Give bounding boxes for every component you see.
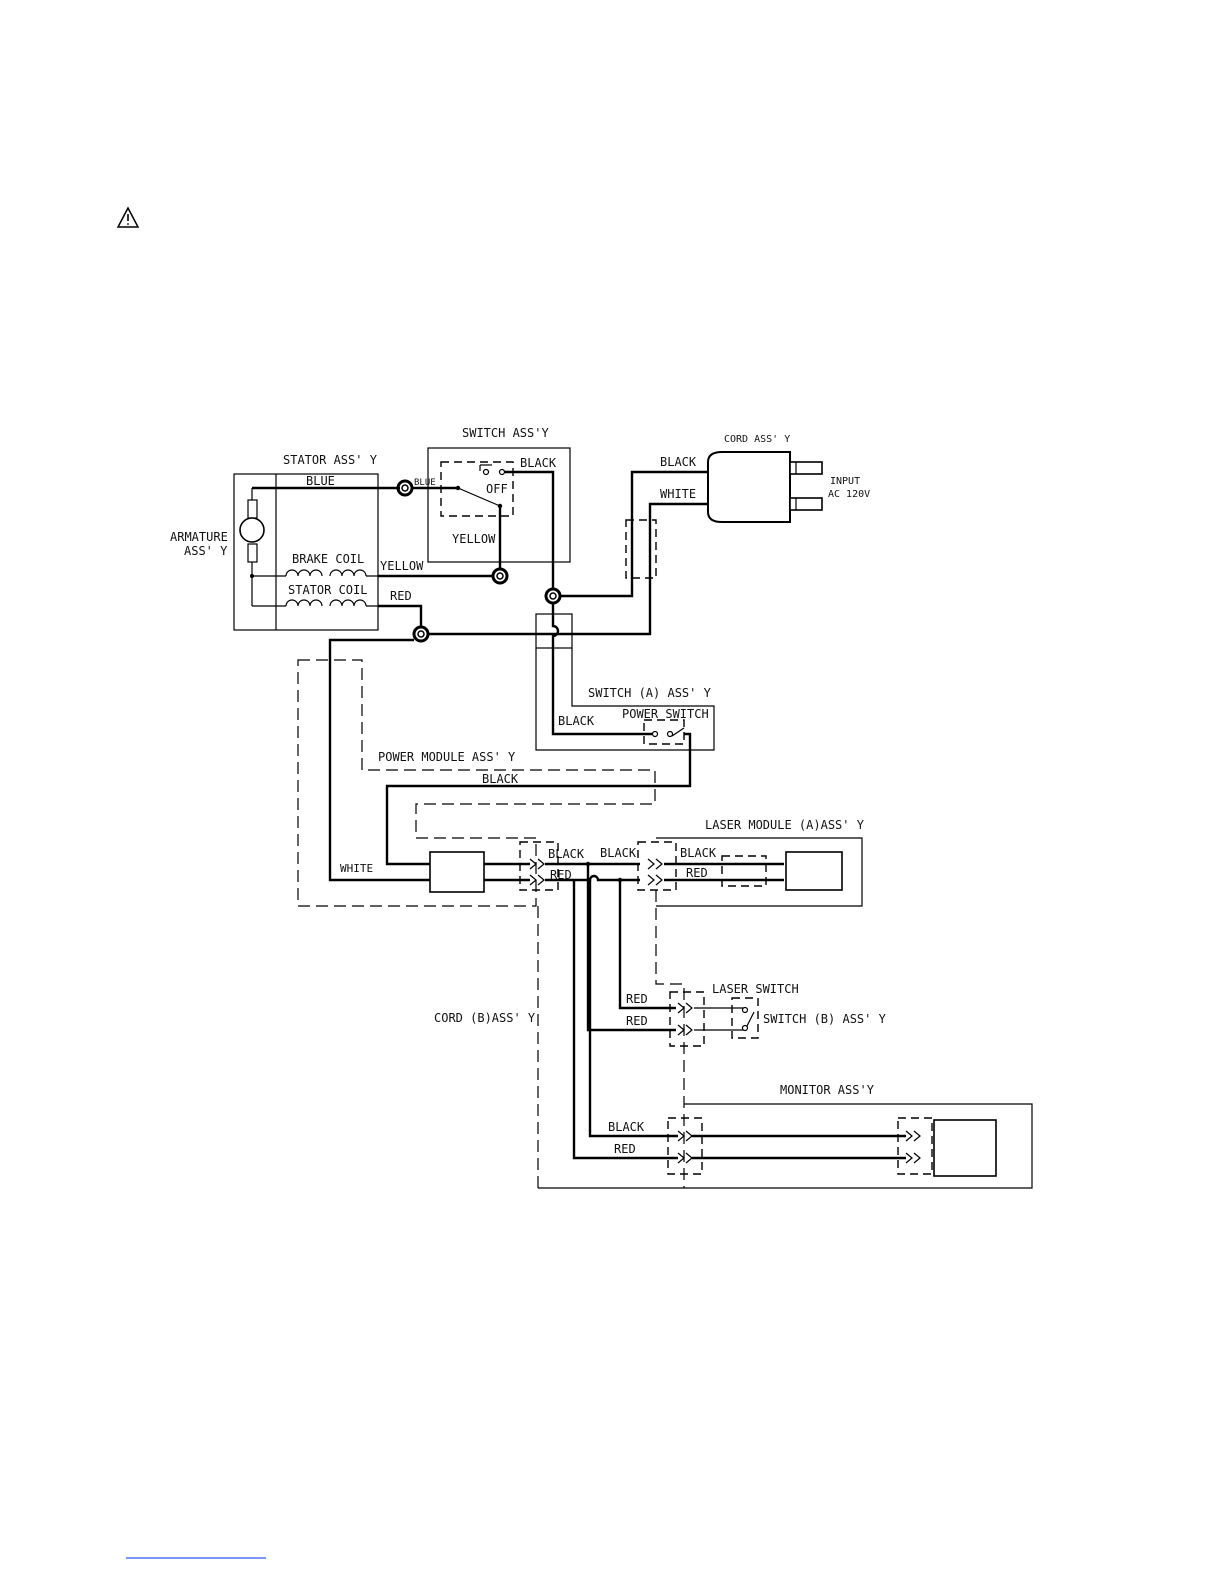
stator-assembly bbox=[233, 473, 379, 631]
wire-label-white-power-module: WHITE bbox=[340, 862, 373, 875]
cord-b-assy-label: CORD (B)ASS' Y bbox=[434, 1011, 536, 1025]
switch-b-assy-label: SWITCH (B) ASS' Y bbox=[763, 1012, 887, 1026]
red-wire bbox=[586, 864, 676, 1032]
wire-connector bbox=[412, 625, 430, 643]
black-wire bbox=[560, 470, 708, 598]
cord-b-assembly bbox=[537, 890, 1033, 1189]
wire-label-red-5: RED bbox=[614, 1142, 636, 1156]
red-wire bbox=[378, 604, 423, 627]
red-wire bbox=[572, 880, 678, 1160]
laser-switch-assembly bbox=[669, 991, 759, 1047]
laser-module-block bbox=[785, 851, 843, 891]
wire-label-red-3: RED bbox=[626, 992, 648, 1006]
laser-module-assembly bbox=[656, 837, 863, 907]
switch-a-assy-label: SWITCH (A) ASS' Y bbox=[588, 686, 712, 700]
power-plug-icon bbox=[707, 451, 823, 523]
cord-sleeve bbox=[625, 519, 657, 579]
wire-label-black-4: BLACK bbox=[608, 1120, 645, 1134]
connector-icon bbox=[637, 841, 677, 891]
wire-label-black-3: BLACK bbox=[680, 846, 717, 860]
wire-connector bbox=[544, 587, 562, 605]
laser-switch-label: LASER SWITCH bbox=[712, 982, 799, 996]
black-wire bbox=[551, 603, 652, 736]
wire-label-red-4: RED bbox=[626, 1014, 648, 1028]
monitor-assembly bbox=[667, 1117, 997, 1177]
red-wire bbox=[618, 880, 676, 1010]
wire-label-red-stator: RED bbox=[390, 589, 412, 603]
wire-connector bbox=[396, 479, 414, 497]
ac-voltage-label: AC 120V bbox=[828, 489, 870, 500]
laser-module-assy-label: LASER MODULE (A)ASS' Y bbox=[705, 818, 865, 832]
wire-label-black-cord: BLACK bbox=[660, 455, 697, 469]
brake-coil-label: BRAKE COIL bbox=[292, 552, 364, 566]
input-label: INPUT bbox=[830, 476, 860, 487]
black-wire bbox=[385, 732, 692, 866]
wire-label-white-cord: WHITE bbox=[660, 487, 696, 501]
stator-coil-icon bbox=[252, 599, 378, 607]
black-wire bbox=[505, 470, 555, 590]
white-wire bbox=[428, 502, 708, 636]
red-wire bbox=[545, 874, 640, 882]
wire-label-blue: BLUE bbox=[306, 474, 335, 488]
wire-label-yellow-stator: YELLOW bbox=[380, 559, 424, 573]
armature-label: ARMATURE bbox=[170, 530, 228, 544]
monitor-assy-label: MONITOR ASS'Y bbox=[780, 1083, 875, 1097]
wire-label-blue-switch: BLUE bbox=[414, 478, 436, 488]
warning-triangle-icon bbox=[116, 206, 140, 228]
white-wire bbox=[328, 638, 430, 882]
wire-connector bbox=[491, 567, 509, 585]
brake-coil-icon bbox=[252, 569, 378, 577]
wire-label-black-switch-a: BLACK bbox=[558, 714, 595, 728]
power-module-assembly bbox=[297, 659, 656, 907]
stator-assy-label: STATOR ASS' Y bbox=[283, 453, 378, 467]
wire-label-red-1: RED bbox=[550, 868, 572, 882]
monitor-block bbox=[933, 1119, 997, 1177]
wire-label-black-1: BLACK bbox=[548, 847, 585, 861]
wire-label-black-2: BLACK bbox=[600, 846, 637, 860]
power-module-assy-label: POWER MODULE ASS' Y bbox=[378, 750, 516, 764]
armature-assy-label: ASS' Y bbox=[184, 544, 228, 558]
switch-assy-label: SWITCH ASS'Y bbox=[462, 426, 549, 440]
connector-icon bbox=[519, 841, 559, 891]
wire-label-red-2: RED bbox=[686, 866, 708, 880]
wire-label-black: BLACK bbox=[520, 456, 557, 470]
wire-label-black-power-module: BLACK bbox=[482, 772, 519, 786]
armature-motor-icon bbox=[239, 488, 265, 606]
stator-coil-label: STATOR COIL bbox=[288, 583, 367, 597]
off-label: OFF bbox=[486, 482, 508, 496]
power-module-block bbox=[429, 851, 485, 893]
power-switch-label: POWER SWITCH bbox=[622, 707, 709, 721]
wire-label-yellow: YELLOW bbox=[452, 532, 496, 546]
black-wire bbox=[588, 880, 678, 1138]
cord-assy-label: CORD ASS' Y bbox=[724, 434, 790, 445]
